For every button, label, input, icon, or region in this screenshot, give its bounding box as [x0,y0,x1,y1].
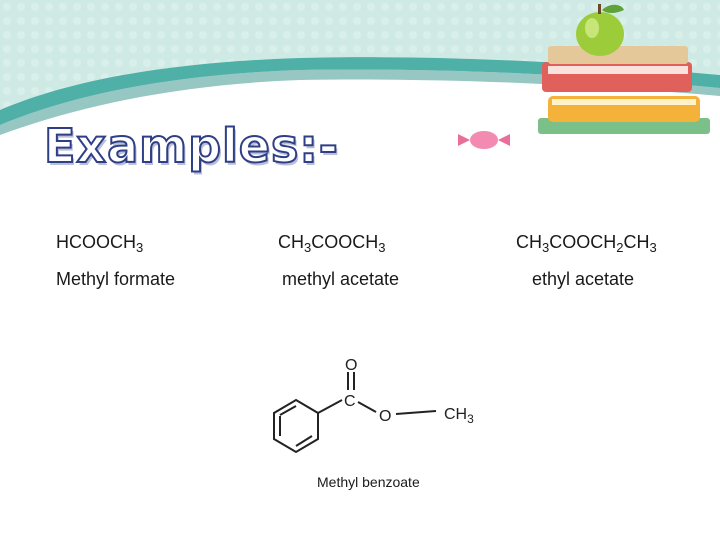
structure-caption: Methyl benzoate [317,474,420,490]
carbon-oxygen-bond [357,401,377,413]
atom-carbon: C [344,393,356,410]
books-illustration [538,46,710,134]
atom-oxygen-ester: O [379,408,391,425]
methyl-benzoate-structure: O C O CH3 [273,357,474,454]
formula-methyl-acetate: CH3COOCH3 [278,232,386,255]
methyl-group: CH3 [444,406,474,426]
oxygen-methyl-bond [395,410,437,415]
name-methyl-acetate: methyl acetate [282,269,400,289]
formula-methyl-formate: HCOOCH3 [56,232,144,255]
formula-ethyl-acetate: CH3COOCH2CH3 [516,232,657,255]
ring-to-carbon-bond [317,399,343,414]
header-banner [0,0,720,149]
candy-icon [458,131,510,149]
name-ethyl-acetate: ethyl acetate [532,269,635,289]
apple-icon [576,4,624,56]
slide-title: Examples:- [43,118,339,174]
atom-oxygen-carbonyl: O [345,357,357,374]
name-methyl-formate: Methyl formate [56,269,176,289]
